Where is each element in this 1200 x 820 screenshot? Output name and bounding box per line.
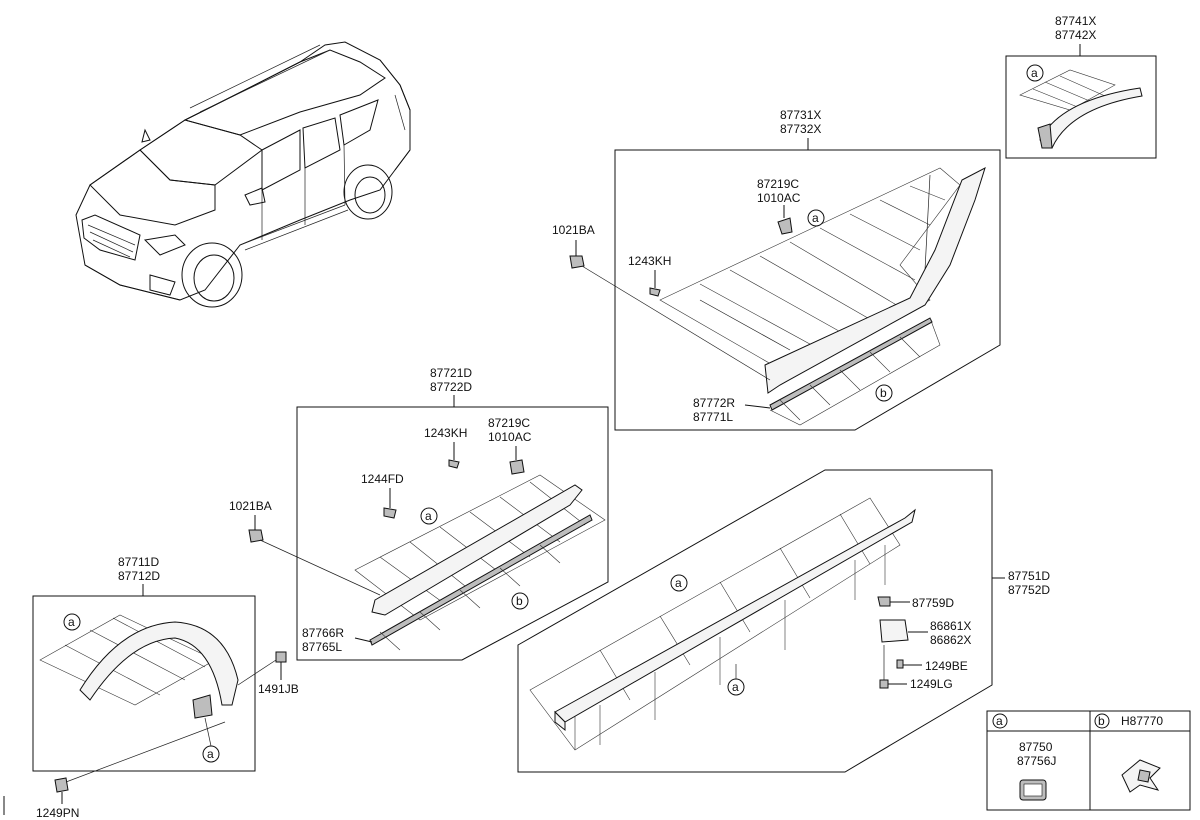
label-87742x: 87742X	[1055, 28, 1096, 42]
label-87772r: 87772R	[693, 396, 735, 410]
label-87751d: 87751D	[1008, 569, 1050, 583]
svg-text:a: a	[812, 211, 819, 225]
svg-text:a: a	[996, 714, 1003, 728]
callout-a-front	[420, 507, 438, 525]
fender-fasteners: 1491JB 1249PN	[36, 651, 299, 820]
label-87732x: 87732X	[780, 122, 821, 136]
legend-table: a b H87770 87750 87756J	[986, 710, 1191, 811]
label-1243kh-front: 1243KH	[424, 426, 467, 440]
box-front-wheel-arch: 87711D 87712D a a	[32, 555, 256, 772]
svg-text:b: b	[1098, 714, 1105, 728]
label-86862x: 86862X	[930, 633, 971, 647]
label-87712d: 87712D	[118, 569, 160, 583]
label-87219c-rear: 87219C	[757, 177, 799, 191]
label-87750: 87750	[1019, 740, 1053, 754]
callout-b-front	[511, 592, 529, 610]
vehicle-illustration	[75, 41, 411, 308]
callout-b-rear	[875, 384, 893, 402]
label-87756j: 87756J	[1017, 754, 1056, 768]
callout-a	[1026, 64, 1044, 82]
label-1021ba-rear: 1021BA	[552, 223, 595, 237]
label-87759d: 87759D	[912, 596, 954, 610]
label-87722d: 87722D	[430, 380, 472, 394]
svg-text:a: a	[207, 747, 214, 761]
svg-text:a: a	[732, 680, 739, 694]
label-1244fd: 1244FD	[361, 472, 404, 486]
nut-front: 1021BA	[229, 499, 381, 596]
box-wheel-arch-rear-small: 87741X 87742X a	[1005, 14, 1157, 159]
svg-text:a: a	[1031, 66, 1038, 80]
label-87731x: 87731X	[780, 108, 821, 122]
legend-callout-a	[992, 713, 1008, 729]
nut-rear: 1021BA	[552, 223, 771, 381]
svg-text:a: a	[68, 615, 75, 629]
label-87711d: 87711D	[118, 555, 159, 569]
callout-a-fender	[63, 613, 81, 631]
label-1249lg: 1249LG	[910, 677, 953, 691]
label-87752d: 87752D	[1008, 583, 1050, 597]
label-h87770: H87770	[1121, 714, 1163, 728]
label-87219c-front: 87219C	[488, 416, 530, 430]
label-87721d: 87721D	[430, 366, 472, 380]
svg-text:b: b	[516, 594, 523, 608]
label-1010ac-rear: 1010AC	[757, 191, 801, 205]
box-front-door-moulding: 87721D 87722D 1243KH 87219C 1010AC 1244F…	[296, 366, 609, 661]
label-1249pn: 1249PN	[36, 806, 79, 820]
svg-text:b: b	[880, 386, 887, 400]
legend-callout-b	[1094, 713, 1110, 729]
label-87765l: 87765L	[302, 640, 342, 654]
label-87741x: 87741X	[1055, 14, 1096, 28]
box-rear-door-moulding: 87731X 87732X 87219C 1010AC a 1243KH 877…	[614, 108, 1001, 431]
label-1021ba-front: 1021BA	[229, 499, 272, 513]
label-1010ac-front: 1010AC	[488, 430, 532, 444]
label-1243kh-rear: 1243KH	[628, 254, 671, 268]
callout-a-sill-1	[670, 574, 688, 592]
label-87771l: 87771L	[693, 410, 733, 424]
label-87766r: 87766R	[302, 626, 344, 640]
callout-a-rear	[807, 209, 825, 227]
box-side-sill-moulding: 87751D 87752D a a 87759D 86861X 86862X 1…	[517, 469, 1050, 773]
label-1491jb: 1491JB	[258, 682, 299, 696]
svg-text:a: a	[425, 509, 432, 523]
svg-text:a: a	[675, 576, 682, 590]
label-1249be: 1249BE	[925, 659, 968, 673]
label-86861x: 86861X	[930, 619, 971, 633]
